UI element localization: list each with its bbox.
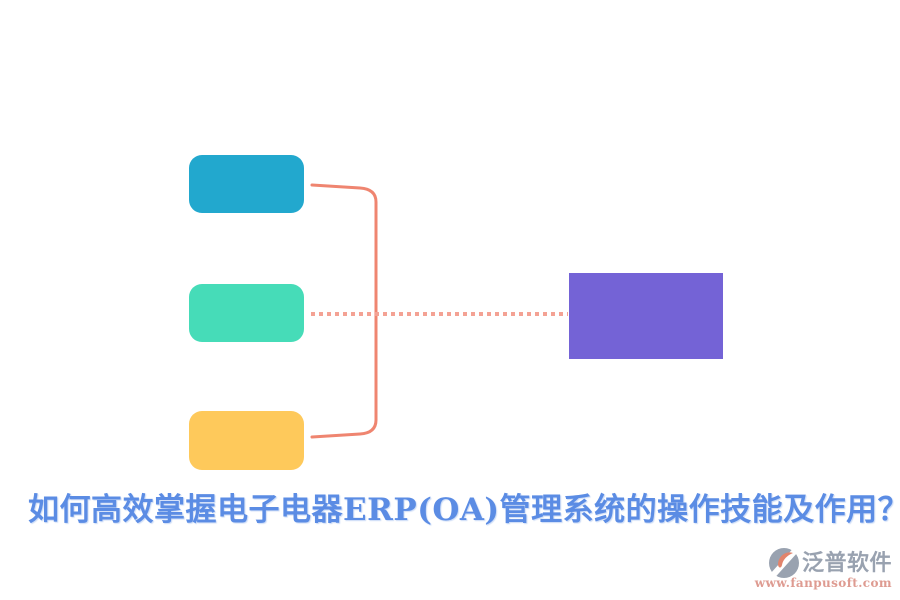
brand-name: 泛普软件: [801, 550, 892, 576]
result-box: [569, 273, 723, 359]
page-title: 如何高效掌握电子电器ERP(OA)管理系统的操作技能及作用？: [28, 492, 900, 528]
brand-website: www.fanpusoft.com: [754, 576, 892, 590]
bracket-connector: [310, 183, 378, 439]
item-box-1: [189, 155, 304, 213]
item-box-2: [189, 284, 304, 342]
fanpu-logo-icon: [767, 547, 800, 579]
item-box-3: [189, 411, 304, 470]
brand-logo: 泛普软件 www.fanpusoft.com: [755, 547, 892, 590]
